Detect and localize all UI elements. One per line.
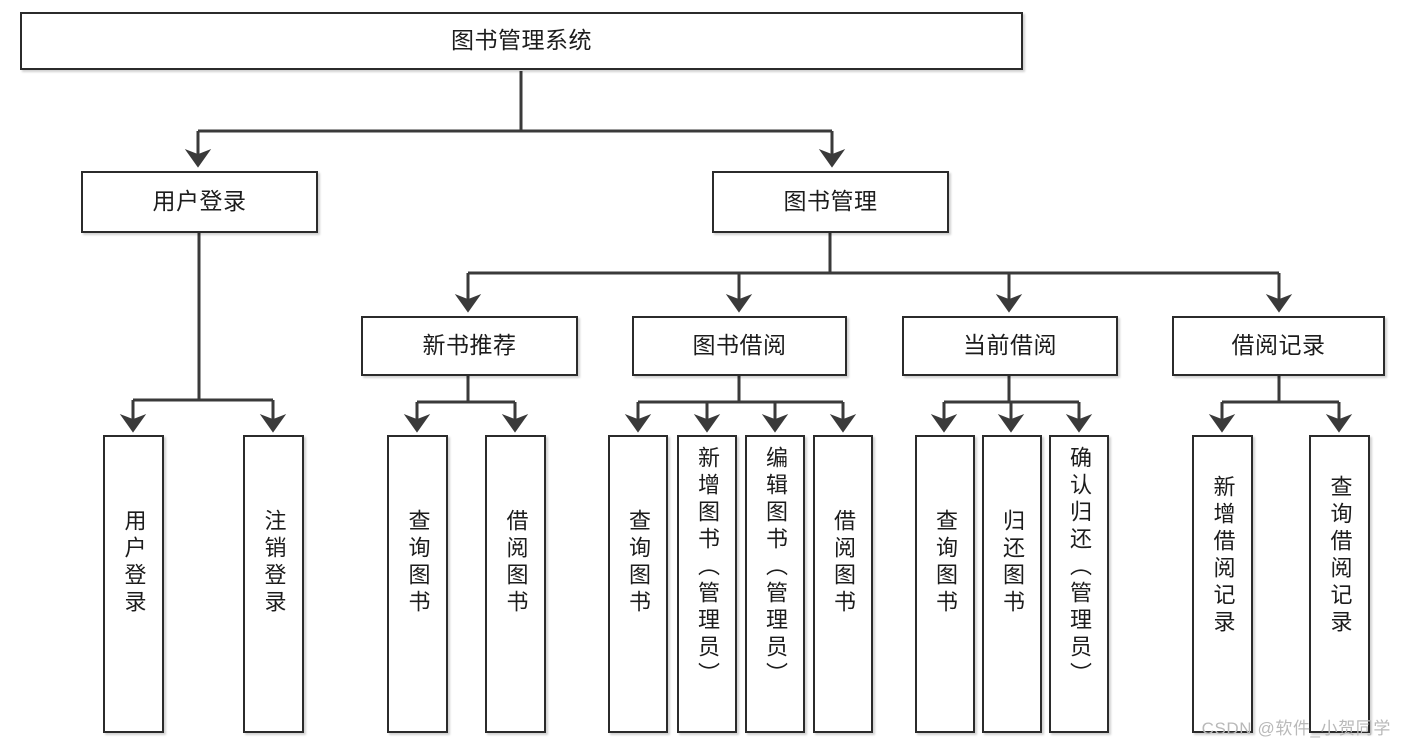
csdn-watermark: CSDN @软件_小贺同学 — [1201, 719, 1391, 738]
leaf-query-book-recommend[interactable]: 查询图书 — [387, 435, 448, 733]
node-user-login-label: 用户登录 — [152, 188, 247, 215]
leaf-add-borrow-record[interactable]: 新增借阅记录 — [1192, 435, 1253, 733]
leaf-query-book-borrow-label: 查询图书 — [626, 509, 651, 617]
leaf-borrow-book-recommend-label: 借阅图书 — [503, 509, 529, 617]
leaf-query-book-current-label: 查询图书 — [933, 509, 958, 617]
leaf-borrow-book-label: 借阅图书 — [831, 509, 856, 617]
node-current-borrow[interactable]: 当前借阅 — [902, 316, 1118, 376]
node-new-book-recommend-label: 新书推荐 — [422, 332, 517, 359]
leaf-borrow-book[interactable]: 借阅图书 — [813, 435, 873, 733]
leaf-add-book[interactable]: 新增图书（管理员） — [677, 435, 737, 733]
leaf-return-book[interactable]: 归还图书 — [982, 435, 1042, 733]
leaf-query-book-current[interactable]: 查询图书 — [915, 435, 975, 733]
node-borrow-record-label: 借阅记录 — [1231, 332, 1326, 359]
leaf-confirm-return[interactable]: 确认归还（管理员） — [1049, 435, 1109, 733]
leaf-edit-book-label: 编辑图书（管理员） — [763, 446, 788, 689]
leaf-user-login-label: 用户登录 — [121, 509, 147, 617]
leaf-confirm-return-label: 确认归还（管理员） — [1067, 446, 1092, 689]
node-current-borrow-label: 当前借阅 — [963, 332, 1057, 359]
leaf-edit-book[interactable]: 编辑图书（管理员） — [745, 435, 805, 733]
leaf-query-borrow-record[interactable]: 查询借阅记录 — [1309, 435, 1370, 733]
node-book-manage[interactable]: 图书管理 — [712, 171, 949, 233]
leaf-return-book-label: 归还图书 — [1000, 509, 1025, 617]
node-book-borrow-label: 图书借阅 — [692, 332, 787, 359]
node-new-book-recommend[interactable]: 新书推荐 — [361, 316, 578, 376]
leaf-query-book-borrow[interactable]: 查询图书 — [608, 435, 668, 733]
node-user-login[interactable]: 用户登录 — [81, 171, 318, 233]
leaf-query-book-recommend-label: 查询图书 — [405, 509, 431, 617]
node-borrow-record[interactable]: 借阅记录 — [1172, 316, 1385, 376]
leaf-logout[interactable]: 注销登录 — [243, 435, 304, 733]
leaf-logout-label: 注销登录 — [261, 509, 287, 617]
leaf-borrow-book-recommend[interactable]: 借阅图书 — [485, 435, 546, 733]
leaf-query-borrow-record-label: 查询借阅记录 — [1327, 475, 1353, 637]
node-root[interactable]: 图书管理系统 — [20, 12, 1023, 70]
node-book-manage-label: 图书管理 — [783, 188, 878, 215]
leaf-user-login[interactable]: 用户登录 — [103, 435, 164, 733]
leaf-add-book-label: 新增图书（管理员） — [695, 446, 720, 689]
node-root-label: 图书管理系统 — [451, 27, 592, 54]
leaf-add-borrow-record-label: 新增借阅记录 — [1210, 475, 1236, 637]
node-book-borrow[interactable]: 图书借阅 — [632, 316, 847, 376]
